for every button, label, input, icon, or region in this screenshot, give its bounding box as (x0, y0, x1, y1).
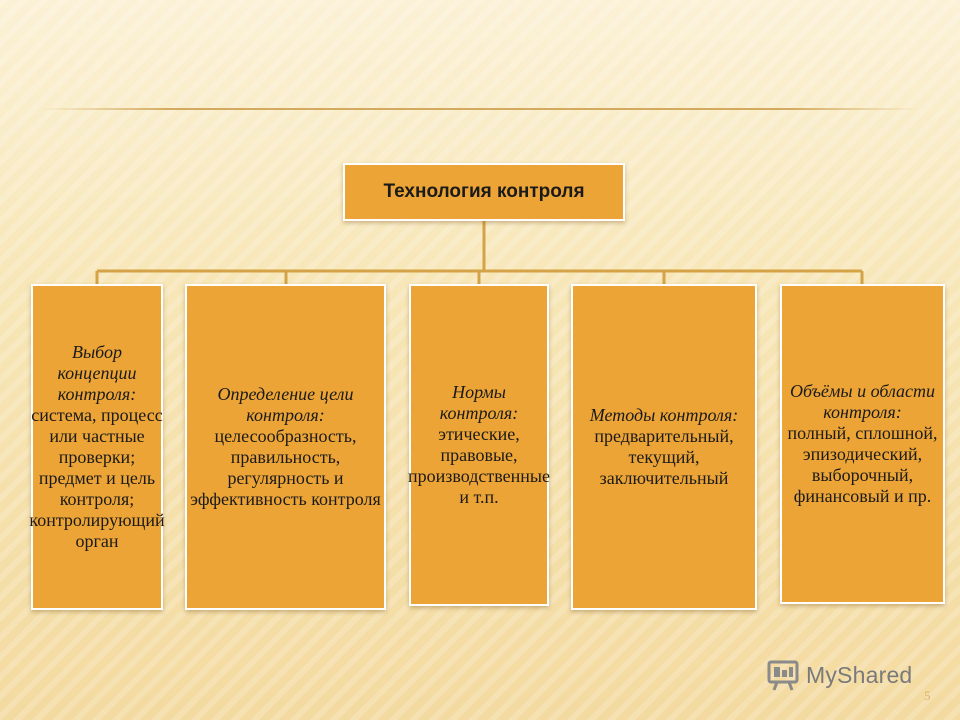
card-title: Выбор концепции контроля: (57, 342, 137, 404)
card-title: Методы контроля: (589, 405, 739, 425)
card-norms: Нормы контроля: этические, правовые, про… (408, 284, 550, 606)
card-concept: Выбор концепции контроля: система, проце… (29, 284, 165, 610)
card-desc: полный, сплошной, эпизодический, выбороч… (787, 423, 938, 506)
card-scope: Объёмы и области контроля: полный, сплош… (780, 284, 945, 604)
myshared-logo[interactable]: MyShared (766, 655, 926, 695)
card-desc: целесообразность, правильность, регулярн… (190, 426, 381, 509)
card-title: Определение цели контроля: (217, 384, 354, 425)
card-desc: предварительный, текущий, заключительный (594, 426, 734, 488)
card-goal: Определение цели контроля: целесообразно… (185, 284, 386, 610)
page-number: 5 (924, 688, 931, 703)
presentation-board-icon (767, 660, 799, 691)
card-title: Нормы контроля: (439, 382, 519, 423)
card-title: Объёмы и области контроля: (789, 381, 936, 422)
logo-text: MyShared (806, 661, 913, 688)
root-node: Технология контроля (343, 163, 625, 221)
card-desc: этические, правовые, производственные и … (408, 424, 550, 507)
card-desc: система, процесс или частные проверки; п… (29, 405, 165, 551)
card-methods: Методы контроля: предварительный, текущи… (571, 284, 757, 610)
root-node-label: Технология контроля (383, 181, 585, 202)
decorative-rule (40, 108, 920, 110)
